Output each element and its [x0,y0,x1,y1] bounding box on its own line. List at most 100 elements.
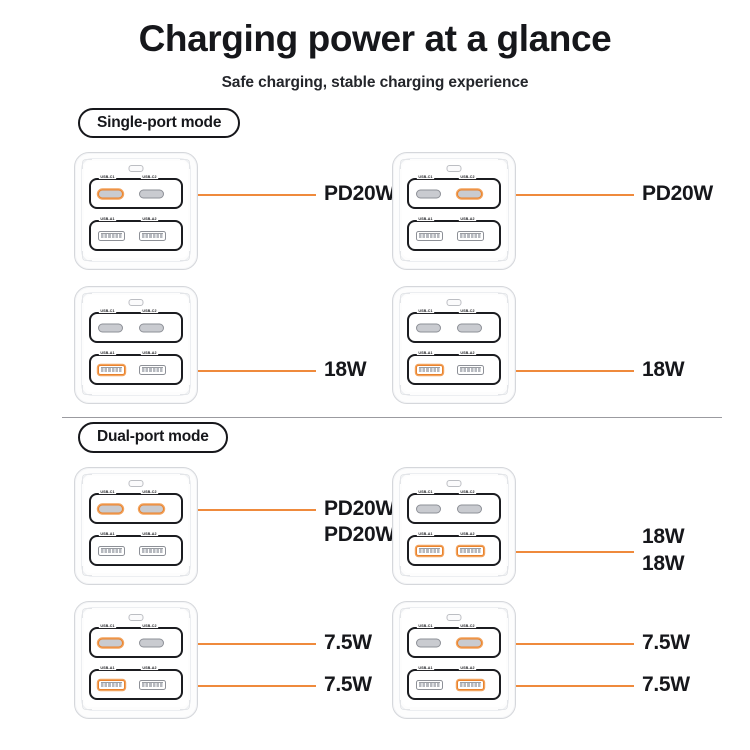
usb-a2-port[interactable] [139,679,166,690]
usb-c1-port[interactable] [98,323,123,333]
usb-c2-port[interactable] [139,638,164,648]
usb-a2-port[interactable] [457,230,484,241]
callout-leader-line [516,370,634,372]
device-corner-mark [180,159,190,170]
usb-c1-port[interactable] [98,189,123,199]
diagram-cell: USB-C1 USB-C2 USB-A1 USB-A2 18W [392,286,710,405]
usb-a-port-group: USB-A1 USB-A2 [407,350,501,386]
usb-a1-port[interactable] [416,545,443,556]
usb-a-contact-strip [141,682,163,688]
usb-a2-port[interactable] [457,364,484,375]
device-corner-mark [400,566,410,577]
usb-c2-port[interactable] [457,323,482,333]
port-label-usb-c2: USB-C2 [140,489,159,494]
device-corner-mark [400,700,410,711]
usb-c1-port[interactable] [416,189,441,199]
usb-a-port-group: USB-A1 USB-A2 [89,350,183,386]
usb-a2-port[interactable] [139,545,166,556]
led-indicator-icon [446,299,462,306]
usb-c1-port[interactable] [98,504,123,514]
usb-c1-port[interactable] [416,504,441,514]
usb-a-contact-strip [418,548,440,554]
device-corner-mark [82,474,92,485]
usb-a2-port[interactable] [457,679,484,690]
usb-c-port-group: USB-C1 USB-C2 [89,623,183,659]
power-label: PD20W [642,182,713,206]
usb-a-contact-strip [418,682,440,688]
led-indicator-icon [128,299,144,306]
usb-a-port-group: USB-A1 USB-A2 [89,665,183,701]
usb-c1-port[interactable] [98,638,123,648]
usb-a2-port[interactable] [457,545,484,556]
port-label-usb-c2: USB-C2 [140,308,159,313]
usb-a1-port[interactable] [98,364,125,375]
usb-a-contact-strip [100,367,122,373]
device-corner-mark [82,700,92,711]
usb-c2-port[interactable] [139,189,164,199]
usb-c2-port[interactable] [139,323,164,333]
port-label-usb-a1: USB-A1 [98,350,117,355]
port-label-usb-a2: USB-A2 [140,531,159,536]
led-indicator-icon [446,614,462,621]
power-label: 18W [324,358,367,382]
power-label: 18W [642,552,685,576]
usb-c2-port[interactable] [457,189,482,199]
usb-a1-port[interactable] [416,230,443,241]
charger-device: USB-C1 USB-C2 USB-A1 USB-A2 [74,601,198,720]
device-corner-mark [400,385,410,396]
usb-c2-port[interactable] [139,504,164,514]
callout-leader-line [198,509,316,511]
usb-a-port-group: USB-A1 USB-A2 [89,216,183,252]
usb-a1-port[interactable] [98,545,125,556]
usb-a2-port[interactable] [139,230,166,241]
diagram-cell: USB-C1 USB-C2 USB-A1 USB-A2 PD20W [392,152,713,271]
device-corner-mark [498,474,508,485]
device-corner-mark [180,608,190,619]
callout-leader-line [516,194,634,196]
power-label: 7.5W [324,673,372,697]
device-corner-mark [180,293,190,304]
usb-c2-port[interactable] [457,504,482,514]
charger-device: USB-C1 USB-C2 USB-A1 USB-A2 [392,601,516,720]
page-title: Charging power at a glance [138,18,612,59]
device-corner-mark [180,700,190,711]
callout-leader-line [198,685,316,687]
usb-c1-port[interactable] [416,323,441,333]
callout-leader-line [198,643,316,645]
callout-leader-line [198,370,316,372]
callout-leader-line [516,551,634,553]
port-label-usb-c1: USB-C1 [98,489,117,494]
charger-device: USB-C1 USB-C2 USB-A1 USB-A2 [74,467,198,586]
usb-a2-port[interactable] [139,364,166,375]
port-label-usb-c2: USB-C2 [458,174,477,179]
device-corner-mark [180,566,190,577]
port-label-usb-c1: USB-C1 [416,174,435,179]
device-corner-mark [498,566,508,577]
usb-c2-port[interactable] [457,638,482,648]
usb-a1-port[interactable] [98,679,125,690]
usb-a-contact-strip [418,233,440,239]
usb-a-port-group: USB-A1 USB-A2 [407,531,501,567]
port-label-usb-a2: USB-A2 [458,531,477,536]
usb-a1-port[interactable] [416,364,443,375]
power-label: 7.5W [642,673,690,697]
device-corner-mark [498,385,508,396]
section-label-dual-port: Dual-port mode [78,422,228,454]
port-label-usb-a2: USB-A2 [140,350,159,355]
usb-c1-port[interactable] [416,638,441,648]
usb-a-port-group: USB-A1 USB-A2 [407,216,501,252]
diagram-cell: USB-C1 USB-C2 USB-A1 USB-A2 18W [74,286,392,405]
device-corner-mark [400,293,410,304]
port-label-usb-c1: USB-C1 [416,308,435,313]
usb-a1-port[interactable] [98,230,125,241]
usb-a-contact-strip [459,682,481,688]
callout-group: PD20W [198,152,395,270]
usb-c-port-group: USB-C1 USB-C2 [89,489,183,525]
device-corner-mark [180,251,190,262]
port-label-usb-c1: USB-C1 [98,174,117,179]
usb-a1-port[interactable] [416,679,443,690]
port-label-usb-a2: USB-A2 [458,216,477,221]
